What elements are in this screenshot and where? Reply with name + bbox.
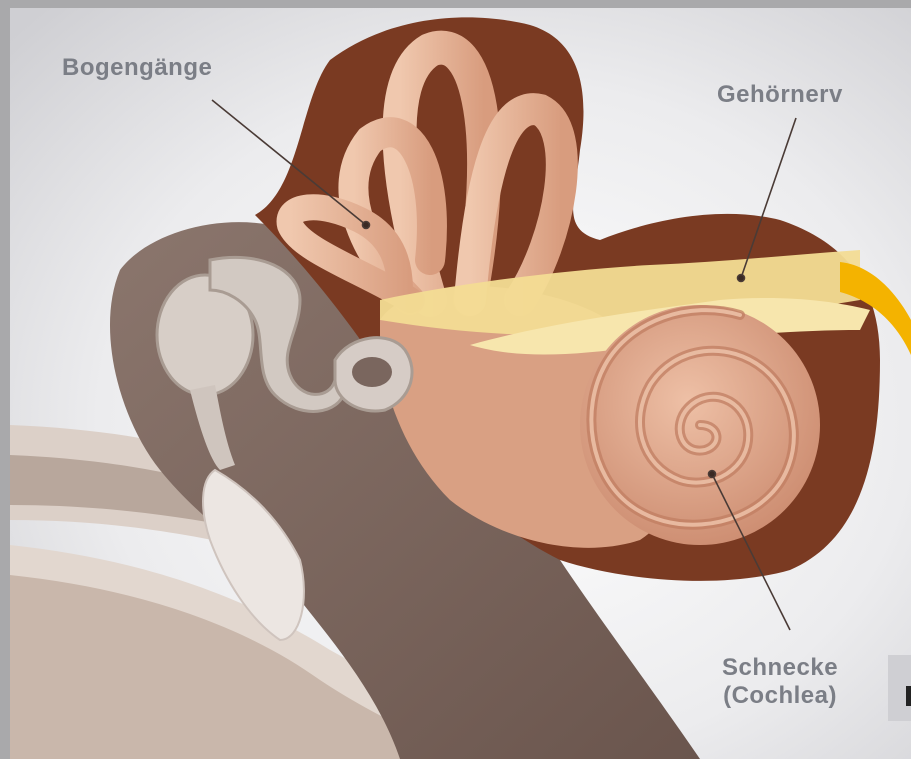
leader-dot-cochlea — [709, 471, 716, 478]
label-cochlea-line2: (Cochlea) — [722, 682, 838, 710]
label-cochlea: Schnecke (Cochlea) — [722, 654, 838, 710]
clipped-tab-glyph — [906, 686, 911, 706]
leader-dot-semicircular-canals — [363, 222, 370, 229]
leader-dot-auditory-nerve — [738, 275, 745, 282]
stapes-opening — [352, 357, 392, 387]
label-cochlea-line1: Schnecke — [722, 654, 838, 682]
label-semicircular-canals: Bogengänge — [62, 54, 212, 82]
cochlea — [580, 305, 820, 545]
label-auditory-nerve: Gehörnerv — [717, 81, 843, 109]
